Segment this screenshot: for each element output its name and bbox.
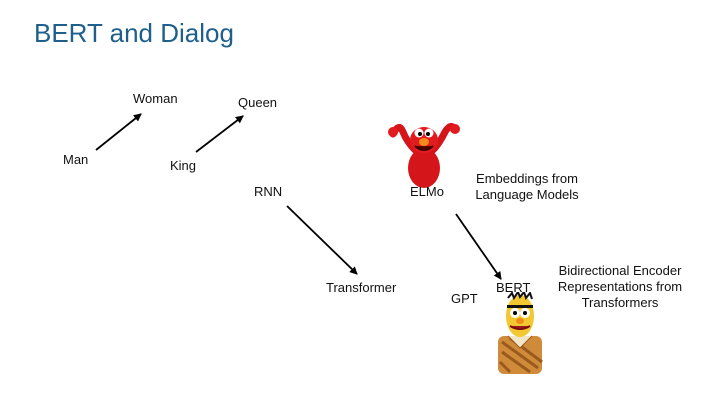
label-elmo: ELMo [410, 184, 444, 199]
slide-title: BERT and Dialog [34, 18, 234, 48]
elmo-image [388, 123, 460, 188]
label-man: Man [63, 152, 89, 167]
label-king: King [170, 158, 197, 173]
label-rnn: RNN [254, 184, 283, 199]
elmo-expansion-line-2: Language Models [475, 187, 579, 202]
bert-image [498, 292, 543, 374]
label-gpt: GPT [451, 291, 478, 306]
bert-expansion-line-3: Transformers [581, 295, 659, 310]
bert-expansion-line-1: Bidirectional Encoder [558, 263, 682, 278]
label-elmo-expansion: Embeddings from Language Models [468, 171, 586, 203]
label-queen: Queen [238, 95, 278, 110]
arrow-rnn-to-transformer [286, 205, 358, 275]
label-transformer: Transformer [326, 280, 397, 295]
elmo-expansion-line-1: Embeddings from [476, 171, 578, 186]
label-bert: BERT [496, 280, 531, 295]
label-bert-expansion: Bidirectional Encoder Representations fr… [548, 263, 692, 311]
arrow-king-to-queen [195, 115, 244, 153]
arrow-man-to-woman [95, 113, 142, 151]
bert-expansion-line-2: Representations from [557, 279, 683, 294]
label-woman: Woman [133, 91, 178, 106]
arrow-elmo-to-bert [455, 213, 502, 280]
